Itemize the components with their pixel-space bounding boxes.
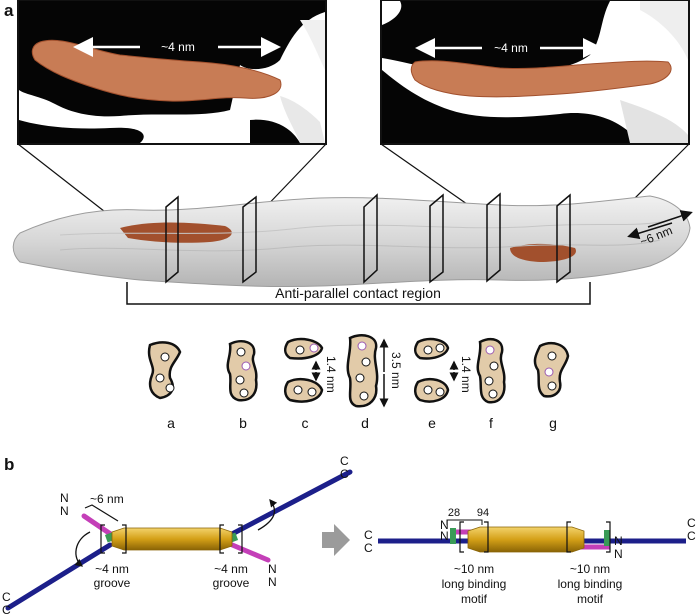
right-n-right-2: N: [614, 547, 623, 561]
diagram-b-left: [5, 469, 353, 611]
groove1-line2: groove: [94, 576, 131, 590]
section-label-a: a: [167, 415, 175, 431]
motif2-line2: long binding: [558, 577, 623, 591]
left-n4: N: [268, 575, 277, 589]
motif1-line1: ~10 nm: [454, 562, 494, 576]
contact-region-bracket: [126, 282, 591, 305]
res-left: 28: [448, 507, 460, 519]
section-g: [533, 342, 570, 398]
groove2-line1: ~4 nm: [214, 562, 248, 576]
section-e: [414, 337, 459, 403]
section-b: [226, 340, 258, 402]
right-n-left-1: N: [440, 518, 449, 532]
left-n3: N: [268, 562, 277, 576]
left-c4: C: [2, 603, 11, 616]
left-n1: N: [60, 491, 69, 505]
left-top-measure: ~6 nm: [90, 492, 124, 506]
section-label-g: g: [549, 415, 557, 431]
left-n2: N: [60, 504, 69, 518]
motif2-line3: motif: [577, 592, 604, 606]
panel-b-label: b: [4, 455, 14, 474]
left-c2: C: [340, 467, 349, 481]
section-measure-large: 3.5 nm: [389, 352, 403, 389]
cross-sections: 1.4 nm 3.5 nm 1.4 nm: [147, 334, 570, 408]
inset-left: ~4 nm: [17, 0, 327, 145]
right-c-right-1: C: [687, 516, 696, 530]
section-label-e: e: [428, 415, 436, 431]
groove1-line1: ~4 nm: [95, 562, 129, 576]
section-measure-small-1: 1.4 nm: [324, 356, 338, 393]
right-c-left-2: C: [364, 541, 373, 555]
right-c-right-2: C: [687, 529, 696, 543]
section-label-d: d: [361, 415, 369, 431]
section-planes: [165, 192, 571, 284]
section-c: [284, 337, 324, 403]
section-measure-small-2: 1.4 nm: [459, 356, 473, 393]
diagram-b-right: [378, 519, 686, 553]
left-c1: C: [340, 454, 349, 468]
section-label-f: f: [489, 415, 493, 431]
motif2-line1: ~10 nm: [570, 562, 610, 576]
section-a: [147, 341, 182, 400]
groove2-line2: groove: [213, 576, 250, 590]
contact-region-label: Anti-parallel contact region: [275, 285, 441, 301]
section-label-b: b: [239, 415, 247, 431]
section-d: [346, 334, 389, 408]
panel-a-label: a: [4, 1, 14, 20]
section-f: [476, 338, 506, 404]
inset-right-measure: ~4 nm: [494, 41, 528, 55]
inset-right: ~4 nm: [380, 0, 690, 145]
right-c-left-1: C: [364, 528, 373, 542]
right-n-left-2: N: [440, 529, 449, 543]
res-right: 94: [477, 507, 489, 519]
inset-left-measure: ~4 nm: [161, 40, 195, 54]
right-n-right-1: N: [614, 534, 623, 548]
transition-arrow: [322, 524, 350, 556]
left-c3: C: [2, 590, 11, 604]
motif1-line3: motif: [461, 592, 488, 606]
fibril: [12, 195, 691, 288]
motif1-line2: long binding: [442, 577, 507, 591]
section-label-c: c: [302, 415, 309, 431]
